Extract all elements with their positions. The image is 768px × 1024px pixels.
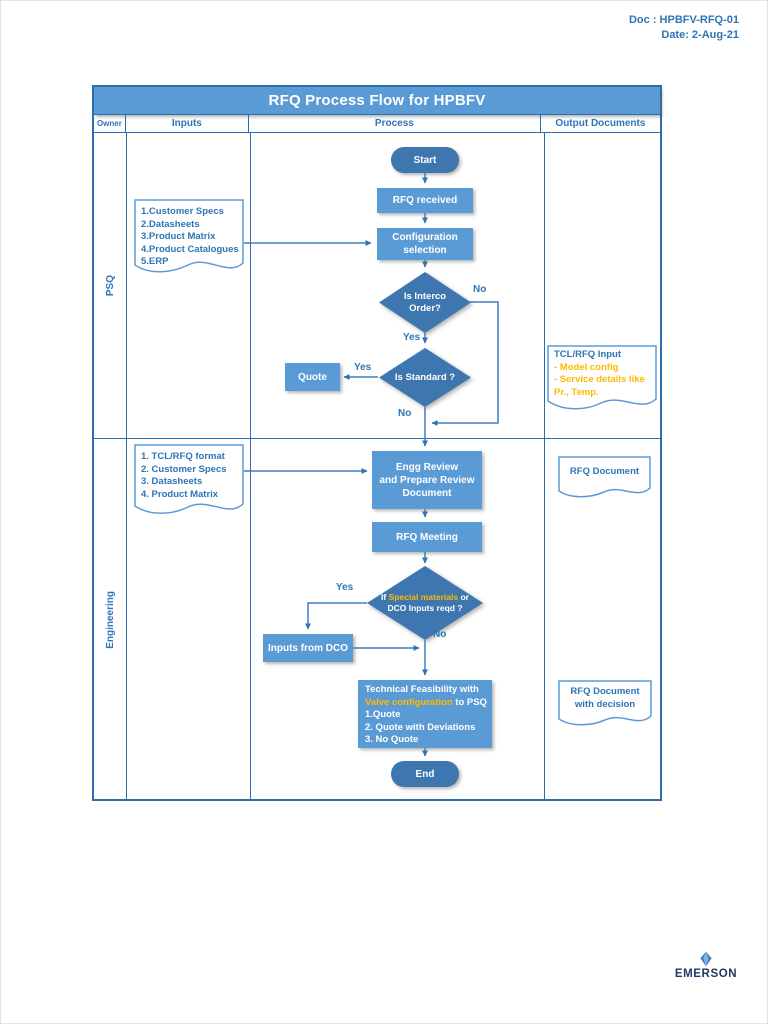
emerson-wordmark: EMERSON	[674, 968, 738, 980]
tech-item: 2. Quote with Deviations	[365, 721, 476, 733]
engg-review-node: Engg Review and Prepare Review Document	[372, 451, 482, 509]
rfq-meeting-node: RFQ Meeting	[372, 522, 482, 552]
label-special-no: No	[433, 629, 447, 640]
label-interco-no: No	[473, 284, 487, 295]
label-standard-yes: Yes	[354, 362, 372, 373]
label-standard-no: No	[398, 408, 412, 419]
column-header-row: Owner Inputs Process Output Documents	[94, 115, 660, 133]
rfq-document-output: RFQ Document	[558, 456, 651, 502]
input-item: 5.ERP	[141, 256, 169, 267]
tech-item: 1.Quote	[365, 709, 401, 720]
emerson-diamond-icon	[700, 951, 712, 967]
column-header-owner: Owner	[94, 115, 126, 132]
label-interco-yes: Yes	[403, 332, 421, 343]
emerson-logo: EMERSON	[665, 951, 747, 980]
column-header-process: Process	[249, 115, 541, 132]
tech-item: 3. No Quote	[365, 734, 419, 745]
technical-feasibility-node: Technical Feasibility with Valve configu…	[358, 680, 492, 748]
quote-node: Quote	[285, 363, 340, 391]
input-item: 1.Customer Specs	[141, 206, 224, 217]
input-item: 4.Product Catalogues	[141, 243, 239, 255]
diagram-title: RFQ Process Flow for HPBFV	[94, 87, 660, 115]
column-divider-process	[544, 133, 545, 799]
special-materials-decision: If Special materials or DCO Inputs reqd …	[367, 566, 483, 640]
tcl-title: TCL/RFQ Input	[554, 349, 622, 360]
tcl-detail: - Service details like Pr., Temp.	[554, 374, 645, 398]
column-header-inputs: Inputs	[126, 115, 249, 132]
input-item: 4. Product Matrix	[141, 488, 219, 500]
inputs-document-psq: 1.Customer Specs 2.Datasheets 3.Product …	[134, 199, 244, 283]
inputs-document-engineering: 1. TCL/RFQ format 2. Customer Specs 3. D…	[134, 444, 244, 524]
inputs-from-dco-node: Inputs from DCO	[263, 634, 353, 662]
input-item: 3. Datasheets	[141, 476, 203, 487]
input-item: 2.Datasheets	[141, 218, 200, 230]
is-standard-decision: Is Standard ?	[379, 348, 471, 407]
doc-number: Doc : HPBFV-RFQ-01	[628, 14, 739, 26]
rfq-document-label: RFQ Document	[569, 466, 640, 477]
input-item: 2. Customer Specs	[141, 463, 227, 475]
lane-label-engineering: Engineering	[104, 590, 116, 649]
special-materials-highlight: Special materials	[388, 592, 459, 602]
doc-meta: Doc : HPBFV-RFQ-01 Date: 2-Aug-21	[629, 13, 739, 43]
rfq-received-node: RFQ received	[377, 188, 473, 213]
column-header-output-documents: Output Documents	[555, 118, 646, 129]
rfq-document-decision-output: RFQ Document with decision	[558, 680, 652, 730]
input-item: 1. TCL/RFQ format	[141, 451, 225, 462]
label-special-yes: Yes	[336, 582, 354, 593]
doc-date: Date: 2-Aug-21	[661, 29, 739, 41]
tcl-detail: - Model config	[554, 361, 619, 373]
column-divider-inputs	[250, 133, 251, 799]
tcl-rfq-input-document: TCL/RFQ Input - Model config - Service d…	[547, 345, 657, 417]
column-divider-owner	[126, 133, 127, 799]
lane-label-psq: PSQ	[104, 274, 116, 297]
is-interco-order-decision: Is Interco Order?	[379, 272, 471, 333]
valve-configuration-highlight: Valve configuration	[365, 696, 453, 708]
start-node: Start	[391, 147, 459, 173]
end-node: End	[391, 761, 459, 787]
configuration-selection-node: Configuration selection	[377, 228, 473, 260]
input-item: 3.Product Matrix	[141, 231, 216, 242]
lane-divider	[94, 438, 660, 439]
